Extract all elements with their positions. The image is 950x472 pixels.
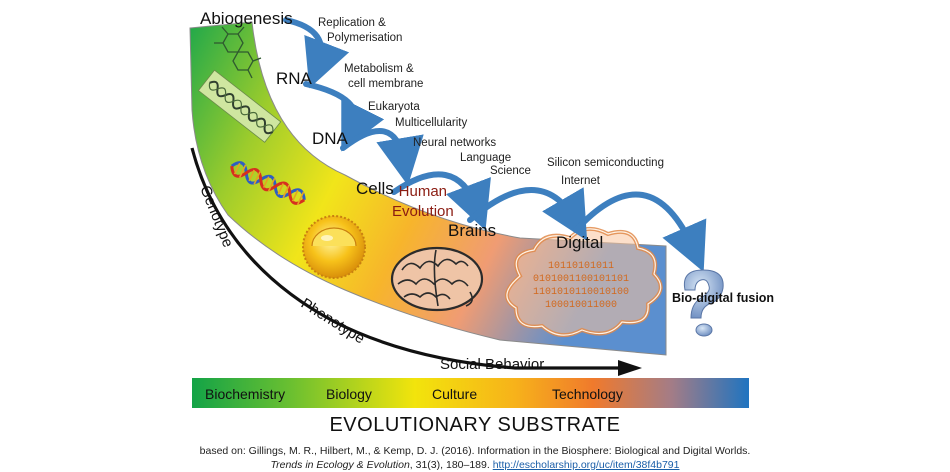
substrate-gradient-bar bbox=[192, 378, 749, 408]
citation-details: , 31(3), 180–189. bbox=[409, 459, 493, 471]
transition-language: Language bbox=[460, 152, 512, 164]
social-behavior-label: Social Behavior bbox=[440, 356, 545, 373]
transition-neural-networks: Neural networks bbox=[413, 137, 497, 149]
phenotype-label: Phenotype bbox=[298, 295, 368, 347]
human-evolution-label: Human Evolution bbox=[392, 182, 454, 222]
citation-line-1: based on: Gillings, M. R., Hilbert, M., … bbox=[199, 445, 751, 457]
binary-line: 10110101011 bbox=[547, 261, 614, 272]
arrow-rna-dna bbox=[303, 81, 385, 152]
substrate-biochemistry: Biochemistry bbox=[205, 386, 286, 402]
arrow-digital-fusion bbox=[573, 191, 707, 272]
citation-line-2: Trends in Ecology & Evolution, 31(3), 18… bbox=[0, 459, 950, 471]
stage-digital: Digital bbox=[556, 233, 604, 252]
transition-arrows bbox=[283, 17, 707, 272]
substrate-biology: Biology bbox=[326, 386, 372, 402]
cell-icon bbox=[302, 215, 366, 279]
arrow-abiogenesis-rna bbox=[283, 17, 350, 89]
question-mark-icon bbox=[683, 269, 724, 337]
brain-icon bbox=[390, 246, 484, 312]
stage-abiogenesis: Abiogenesis bbox=[200, 9, 293, 28]
transition-internet: Internet bbox=[561, 175, 600, 187]
stage-cells: Cells bbox=[356, 179, 394, 198]
transition-replication-line2: Polymerisation bbox=[327, 32, 403, 44]
transition-eukaryota: Eukaryota bbox=[368, 101, 420, 113]
binary-line: 100010011000 bbox=[544, 300, 617, 311]
transition-silicon: Silicon semiconducting bbox=[547, 157, 664, 169]
transition-replication: Replication & Polymerisation bbox=[318, 16, 402, 46]
arrow-dna-cells bbox=[340, 128, 424, 186]
transition-metabolism-line1: Metabolism & bbox=[344, 63, 414, 75]
transition-metabolism-line2: cell membrane bbox=[348, 78, 424, 90]
dna-helix-icon bbox=[230, 161, 306, 205]
arrowhead-icon bbox=[618, 360, 642, 376]
transition-replication-line1: Replication & bbox=[318, 17, 386, 29]
transition-science: Science bbox=[490, 165, 531, 177]
arrow-cells-brains bbox=[391, 171, 491, 231]
binary-text: 10110101011 0101001100101101 11010101100… bbox=[520, 260, 642, 312]
binary-line: 1101010110010100 bbox=[532, 287, 629, 298]
molecule-icon bbox=[214, 26, 262, 79]
human-evolution-line2: Evolution bbox=[392, 203, 454, 220]
stage-brains: Brains bbox=[448, 221, 497, 240]
rna-strand-icon bbox=[197, 69, 282, 143]
substrate-title: EVOLUTIONARY SUBSTRATE bbox=[329, 414, 621, 436]
bio-digital-fusion-label: Bio-digital fusion bbox=[672, 291, 775, 305]
human-evolution-line1: Human bbox=[398, 183, 448, 200]
substrate-culture: Culture bbox=[432, 386, 478, 402]
transition-metabolism: Metabolism & cell membrane bbox=[344, 62, 423, 92]
stage-dna: DNA bbox=[312, 129, 348, 148]
stage-rna: RNA bbox=[276, 69, 312, 88]
transition-multicellularity: Multicellularity bbox=[395, 117, 468, 129]
citation-link[interactable]: http://escholarship.org/uc/item/38f4b791 bbox=[492, 459, 680, 471]
genotype-phenotype-arrow bbox=[190, 147, 620, 370]
arrow-brains-digital bbox=[467, 187, 588, 241]
binary-line: 0101001100101101 bbox=[532, 274, 629, 285]
substrate-technology: Technology bbox=[552, 386, 623, 402]
citation-journal: Trends in Ecology & Evolution bbox=[270, 459, 410, 471]
